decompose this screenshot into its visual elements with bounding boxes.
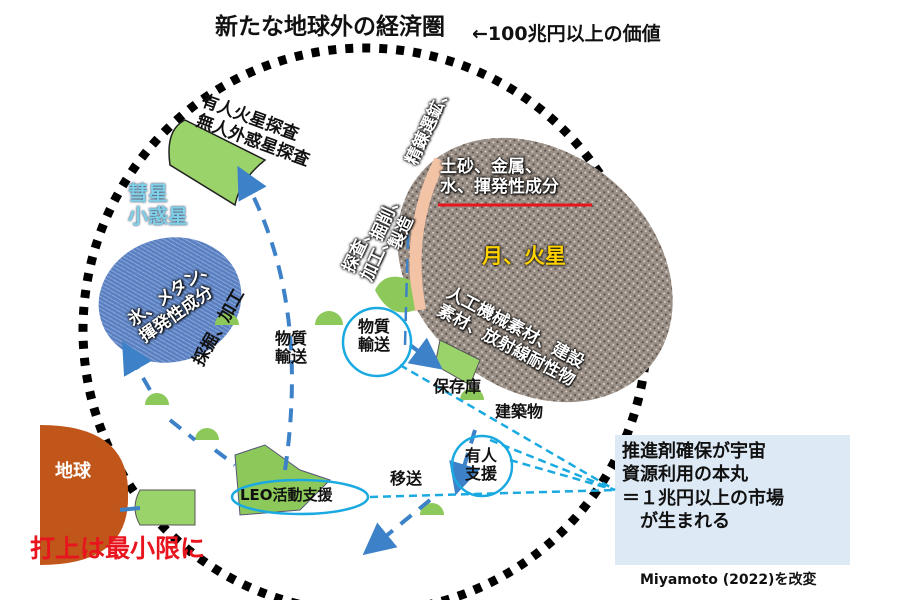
moon-mars-body <box>397 137 673 403</box>
moon-name: 月、火星 <box>482 244 566 268</box>
launch-label: 打上は最小限に <box>30 534 206 563</box>
comet-name-line: 小惑星 <box>128 204 188 228</box>
moon-resource-line: 土砂、金属、 <box>440 157 542 177</box>
label-line: 物質 <box>358 317 391 336</box>
comet-asteroid-body <box>98 237 242 363</box>
leo-label: LEO活動支援 <box>240 486 333 504</box>
comet-name: 彗星小惑星 <box>128 182 188 228</box>
comet-name-line: 彗星 <box>128 181 168 205</box>
moon-resource-line: 水、揮発性成分 <box>440 176 559 197</box>
moon-resources: 土砂、金属、水、揮発性成分 <box>440 157 559 197</box>
value-note: ←100兆円以上の価値 <box>472 23 661 45</box>
small-modules <box>145 311 484 515</box>
transfer-label: 移送 <box>390 469 423 488</box>
label-line: 輸送 <box>358 335 391 355</box>
crewed-support-label: 有人支援 <box>465 446 498 484</box>
material-transport-label: 物質輸送 <box>275 329 308 367</box>
moon-surface-band <box>409 157 446 312</box>
launch-module <box>134 489 196 526</box>
earth-body <box>40 425 129 565</box>
building-label: 建築物 <box>495 402 544 421</box>
moon-lander <box>375 276 415 313</box>
label-line: 支援 <box>465 464 498 484</box>
callout-text: 推進剤確保が宇宙 資源利用の本丸 ＝１兆円以上の市場 が生まれる <box>622 440 784 534</box>
cyan-callout-lines <box>230 306 616 516</box>
callout-line: ＝１兆円以上の市場 <box>622 487 784 509</box>
callout-box <box>615 435 850 565</box>
source-citation: Miyamoto (2022)を改変 <box>640 572 817 588</box>
callout-line: 資源利用の本丸 <box>622 464 748 486</box>
earth-label: 地球 <box>55 461 91 482</box>
callout-line: 推進剤確保が宇宙 <box>622 441 766 462</box>
label-line: 有人 <box>465 446 498 465</box>
diagram-title: 新たな地球外の経済圏 <box>215 14 445 40</box>
callout-line: が生まれる <box>622 511 730 533</box>
storage-label: 保存庫 <box>433 377 482 396</box>
launch-path <box>119 506 141 512</box>
material-transport-circle-label: 物質輸送 <box>358 317 391 355</box>
